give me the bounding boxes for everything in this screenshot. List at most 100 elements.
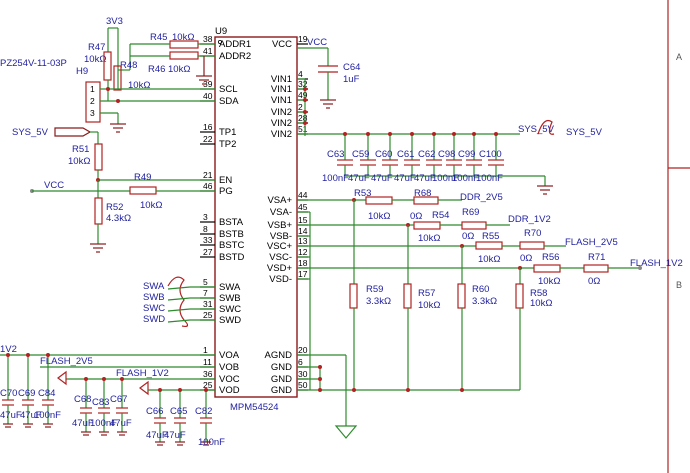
capacitor-symbol[interactable] (382, 132, 398, 176)
capacitor-symbol[interactable] (426, 132, 442, 176)
c60-value: 47uF (371, 173, 393, 184)
resistor-r58[interactable] (515, 283, 524, 309)
capacitor-symbol[interactable] (200, 388, 212, 446)
sys5v-port-left[interactable] (54, 127, 92, 137)
pin-number: 5 (203, 277, 208, 287)
c70-ref: C70 (0, 388, 17, 399)
sw-hook-mark (167, 276, 189, 327)
resistor-r57[interactable] (403, 283, 412, 309)
r70-value: 0Ω (520, 253, 532, 264)
capacitor-symbol[interactable] (116, 377, 128, 436)
resistor-r46[interactable] (169, 51, 199, 60)
r57-value: 10kΩ (418, 300, 440, 311)
c62-value: 47uF (414, 173, 436, 184)
c84-value: 100nF (34, 410, 61, 421)
resistor-r51[interactable] (94, 143, 103, 171)
c67-ref: C67 (110, 394, 127, 405)
header-h9[interactable] (85, 81, 101, 123)
capacitor-symbol[interactable] (22, 353, 34, 428)
r60-value: 3.3kΩ (472, 296, 497, 307)
pin-name: VIN1 (271, 74, 292, 85)
capacitor-symbol[interactable] (154, 388, 166, 446)
capacitor-symbol[interactable] (404, 132, 420, 176)
capacitor-symbol[interactable] (80, 377, 92, 436)
resistor-r70[interactable] (519, 241, 545, 250)
net-swc: SWC (143, 303, 165, 314)
drawing-frame: A B (667, 0, 690, 473)
c68-ref: C68 (74, 394, 91, 405)
pin-number: 33 (203, 235, 213, 245)
resistor-r56[interactable] (533, 264, 561, 273)
ic-body[interactable] (214, 36, 298, 398)
net-ddr1v2: DDR_1V2 (508, 214, 551, 225)
net-flash1v2-right: FLASH_1V2 (630, 258, 683, 269)
i2c-section: 3V3 R45 10kΩ R46 10kΩ R47 10kΩ R48 10kΩ … (0, 16, 215, 133)
pin-name: VIN2 (271, 118, 292, 129)
net-3v3: 3V3 (106, 16, 123, 27)
pin-number: 28 (298, 113, 308, 123)
capacitor-symbol[interactable] (446, 132, 462, 176)
r59-value: 3.3kΩ (366, 296, 391, 307)
pin-name: BSTC (219, 240, 244, 251)
c66-ref: C66 (146, 406, 163, 417)
resistor-r55[interactable] (475, 241, 503, 250)
c61-ref: C61 (397, 149, 414, 160)
c62-ref: C62 (418, 149, 435, 160)
cap-row (337, 132, 504, 176)
pin-name: VSC+ (267, 241, 293, 252)
net-swa: SWA (143, 281, 165, 292)
pin-name: TP2 (219, 139, 236, 150)
pin-name: EN (219, 175, 232, 186)
r48-ref: R48 (120, 60, 137, 71)
capacitor-symbol[interactable] (488, 132, 504, 176)
enable-section: SYS_5V R51 10kΩ VCC R49 10kΩ R52 4.3kΩ (12, 127, 215, 253)
r57-ref: R57 (418, 288, 435, 299)
resistor-r59[interactable] (349, 283, 358, 309)
c84-ref: C84 (38, 388, 55, 399)
pin-number: 14 (298, 226, 308, 236)
r53-ref: R53 (354, 188, 371, 199)
pin-number: 40 (203, 91, 213, 101)
capacitor-symbol[interactable] (174, 388, 186, 446)
capacitor-symbol[interactable] (42, 353, 54, 428)
pin-number: 16 (203, 122, 213, 132)
c66-value: 47uF (146, 430, 168, 441)
net-ddr2v5: DDR_2V5 (460, 192, 503, 203)
capacitor-symbol[interactable] (337, 132, 353, 176)
resistor-r49[interactable] (129, 186, 157, 195)
pin-name: VSA- (270, 207, 292, 218)
pin-name: VIN1 (271, 84, 292, 95)
c63-ref: C63 (327, 149, 344, 160)
r45-value: 10kΩ (172, 32, 194, 43)
pin-name: VSB- (270, 231, 292, 242)
capacitor-symbol[interactable] (466, 132, 482, 176)
resistor-r69[interactable] (461, 221, 487, 230)
pin-number: 32 (298, 79, 308, 89)
c100-ref: C100 (479, 149, 502, 160)
resistor-r52[interactable] (94, 197, 103, 225)
resistor-r60[interactable] (457, 283, 466, 309)
pin-number: 8 (203, 224, 208, 234)
r51-value: 10kΩ (68, 156, 90, 167)
net-flash2v5-left: FLASH_2V5 (40, 356, 93, 367)
capacitor-symbol[interactable] (98, 377, 110, 436)
h9-pin2: 2 (90, 96, 95, 106)
pin-number: 27 (203, 247, 213, 257)
r49-value: 10kΩ (140, 200, 162, 211)
resistor-r54[interactable] (413, 221, 441, 230)
resistor-r71[interactable] (583, 264, 609, 273)
capacitor-symbol[interactable] (360, 132, 376, 176)
pin-number: 7 (203, 288, 208, 298)
pin-name: BSTB (219, 229, 244, 240)
capacitor-symbol[interactable] (2, 353, 14, 428)
